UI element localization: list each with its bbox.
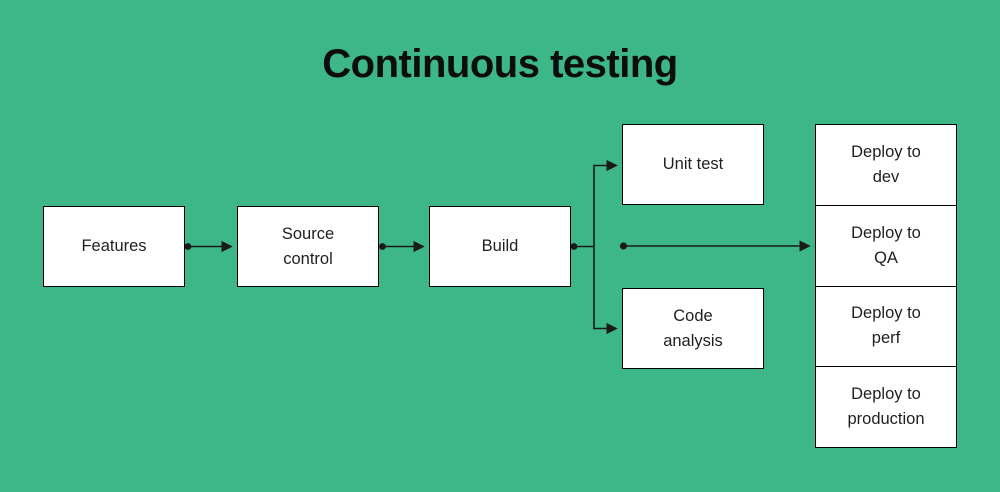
- node-deploy-perf: Deploy to perf: [816, 285, 956, 367]
- node-code-analysis-label: Code analysis: [663, 306, 723, 350]
- edge-build-to-deploy-qa: [619, 240, 811, 252]
- node-features: Features: [43, 206, 185, 287]
- node-deploy-production-label: Deploy to production: [847, 385, 925, 429]
- node-unit-test: Unit test: [622, 124, 764, 205]
- node-features-label: Features: [81, 237, 147, 255]
- deploy-column: Deploy to dev Deploy to QA Deploy to per…: [815, 124, 957, 448]
- node-build-label: Build: [481, 237, 519, 255]
- node-build: Build: [429, 206, 571, 287]
- node-code-analysis: Code analysis: [622, 288, 764, 369]
- node-deploy-production: Deploy to production: [816, 366, 956, 447]
- edge-features-to-source-control: [184, 240, 233, 253]
- node-deploy-dev: Deploy to dev: [816, 125, 956, 205]
- diagram-title: Continuous testing: [322, 42, 678, 86]
- node-deploy-qa: Deploy to QA: [816, 204, 956, 286]
- node-deploy-qa-label: Deploy to QA: [851, 223, 921, 267]
- edge-source-control-to-build: [379, 240, 425, 253]
- node-deploy-perf-label: Deploy to perf: [851, 304, 921, 348]
- node-source-control-label: Source control: [281, 224, 335, 268]
- edge-build-branch: [570, 159, 618, 335]
- node-deploy-dev-label: Deploy to dev: [851, 142, 921, 186]
- node-unit-test-label: Unit test: [662, 155, 724, 173]
- node-source-control: Source control: [237, 206, 379, 287]
